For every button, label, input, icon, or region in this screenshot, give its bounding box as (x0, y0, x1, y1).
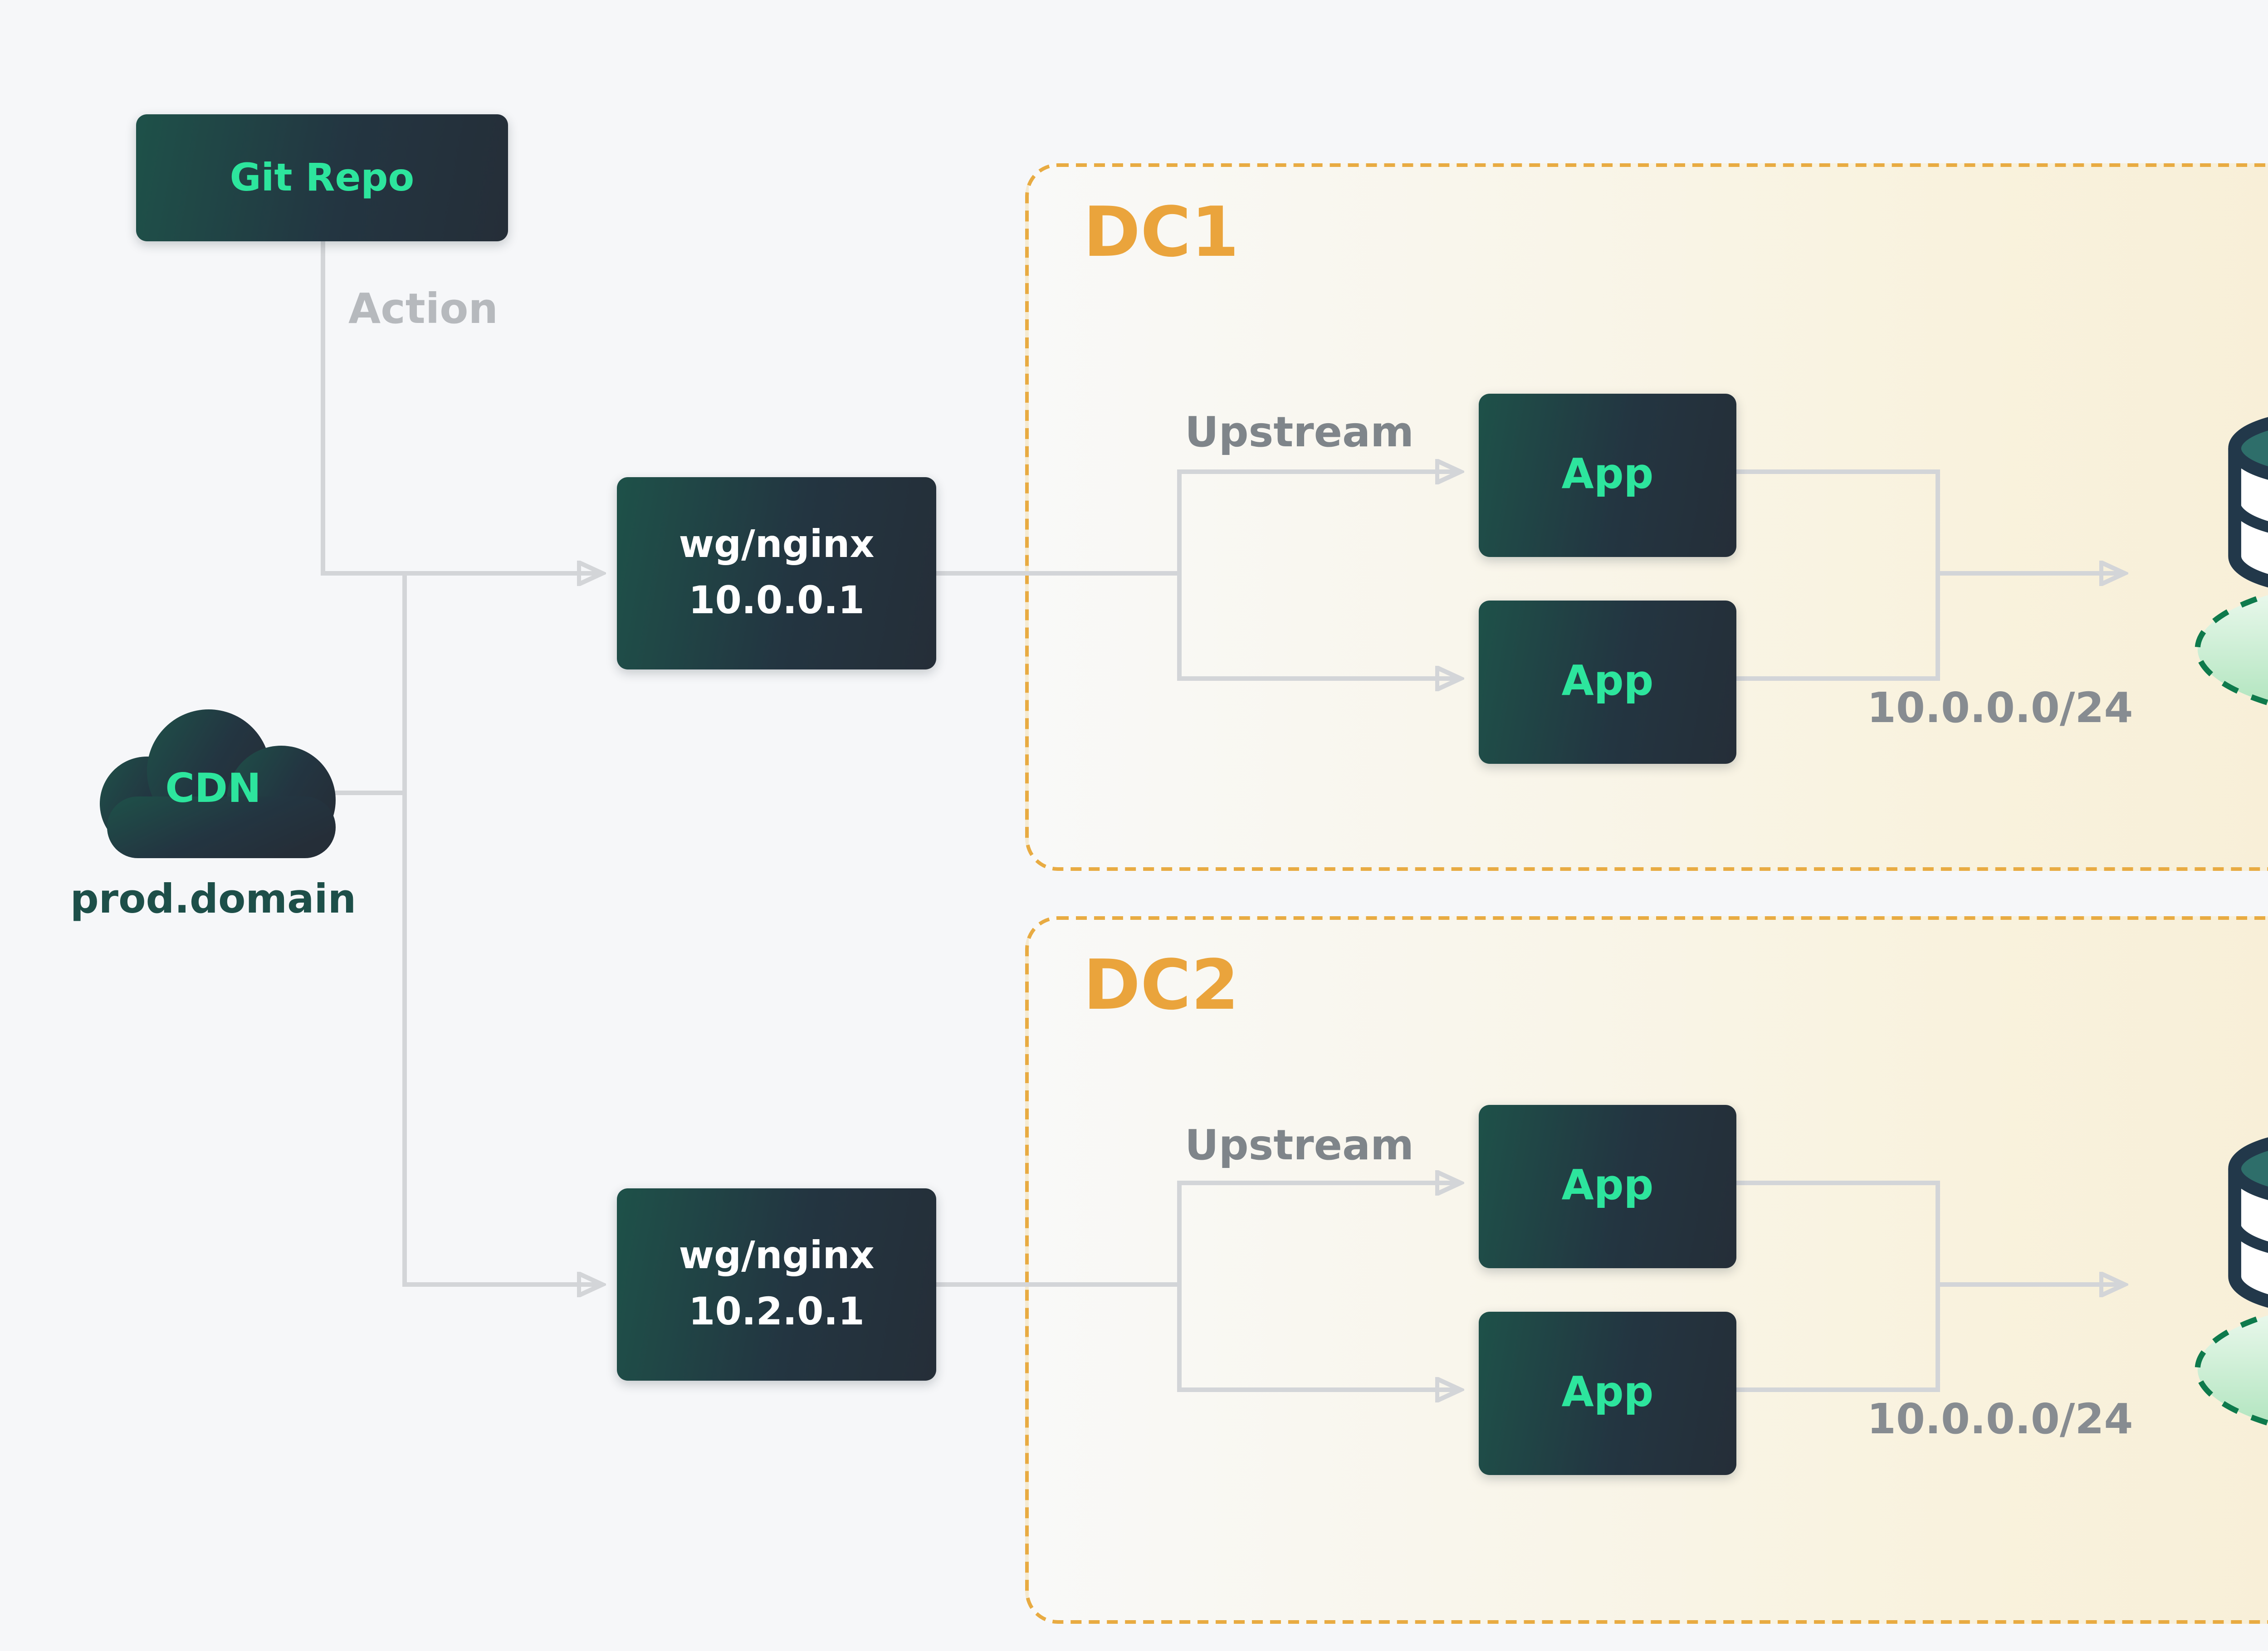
git-repo-label: Git Repo (230, 156, 415, 200)
gateway-dc2-node: wg/nginx 10.2.0.1 (617, 1188, 936, 1381)
dc2-subnet-label: 10.0.0.0/24 (1867, 1397, 2133, 1444)
cdn-caption: prod.domain (70, 878, 357, 923)
git-repo-node: Git Repo (136, 114, 508, 241)
dc2-dbs-label: DBs (2183, 1477, 2268, 1524)
database-cluster-icon (2183, 370, 2268, 742)
dc1-app2-label: App (1561, 659, 1654, 706)
dc1-db-cluster: DBs (2183, 370, 2268, 804)
dc2-db-cluster: DBs (2183, 1090, 2268, 1524)
database-cluster-icon (2183, 1090, 2268, 1462)
dc2-app2-label: App (1561, 1370, 1654, 1417)
dc1-title: DC1 (1083, 192, 1239, 272)
dc1-subnet-label: 10.0.0.0/24 (1867, 686, 2133, 733)
dc1-app2-node: App (1479, 601, 1736, 764)
dc2-app2-node: App (1479, 1312, 1736, 1475)
gateway-dc2-name: wg/nginx (679, 1234, 875, 1277)
dc1-upstream-label: Upstream (1185, 410, 1414, 457)
dc2-app1-label: App (1561, 1163, 1654, 1210)
cdn-node: CDN prod.domain (64, 695, 363, 923)
gateway-dc2-ip: 10.2.0.1 (689, 1290, 865, 1334)
gateway-dc1-node: wg/nginx 10.0.0.1 (617, 477, 936, 669)
dc2-title: DC2 (1083, 945, 1239, 1025)
cloud-icon (99, 709, 335, 858)
dc2-zone: DC2 Upstream App App 10.0.0.0/24 DBs (1025, 916, 2268, 1624)
dc2-upstream-label: Upstream (1185, 1123, 1414, 1170)
cdn-label: CDN (165, 767, 261, 813)
dc2-app1-node: App (1479, 1105, 1736, 1268)
dc1-dbs-label: DBs (2183, 757, 2268, 804)
gateway-dc1-ip: 10.0.0.1 (689, 579, 865, 622)
dc1-app1-label: App (1561, 452, 1654, 499)
action-label: Action (348, 287, 498, 334)
edge-junction-gateway2 (402, 573, 601, 1285)
dc1-app1-node: App (1479, 394, 1736, 557)
gateway-dc1-name: wg/nginx (679, 523, 875, 566)
dc1-zone: DC1 Upstream App App 10.0.0.0/24 DBs (1025, 163, 2268, 871)
